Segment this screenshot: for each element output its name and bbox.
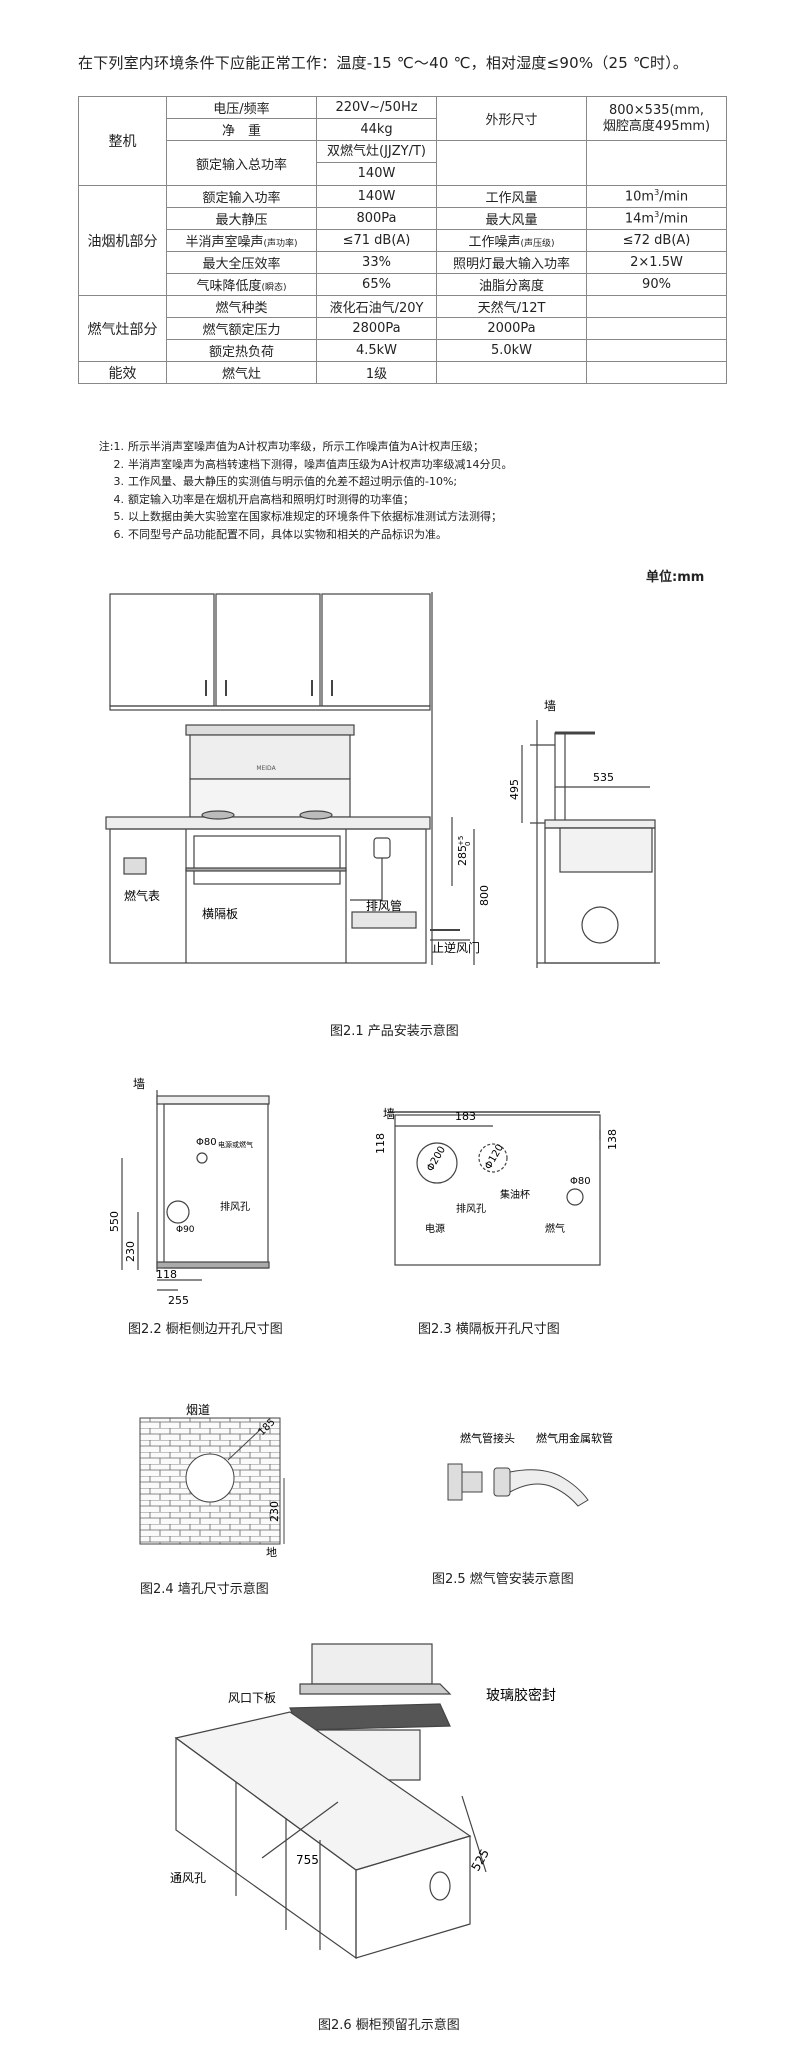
dim-230: 230: [124, 1241, 137, 1262]
gas-label: 燃气: [545, 1222, 565, 1235]
glass-glue-label: 玻璃胶密封: [486, 1687, 556, 1704]
fig24-dim-230: 230: [268, 1501, 281, 1522]
hood-brand: MEIDA: [256, 765, 276, 772]
pressure-ng: 2000Pa: [436, 317, 587, 340]
heat-lpg: 4.5kW: [316, 339, 437, 362]
rated-power-label: 额定输入功率: [166, 185, 317, 208]
note-item: 2.半消声室噪声为高档转速档下测得，噪声值声压级为A计权声功率级减14分贝。: [113, 457, 513, 471]
dim-525: 525: [468, 1847, 492, 1874]
figure-2-2-caption: 图2.2 橱柜侧边开孔尺寸图: [128, 1322, 283, 1337]
fig22-power-gas: 电源或燃气: [218, 1140, 253, 1149]
note-item: 6.不同型号产品功能配置不同，具体以实物和相关的产品标识为准。: [113, 527, 448, 541]
weight-value: 44kg: [316, 118, 437, 141]
dim-800: 800: [478, 885, 491, 906]
figure-2-5-caption: 图2.5 燃气管安装示意图: [432, 1572, 574, 1587]
dim-550: 550: [108, 1211, 121, 1232]
connector-label: 燃气管接头: [460, 1431, 515, 1445]
check-valve-label: 止逆风门: [432, 940, 480, 955]
oil-cup-label: 集油杯: [500, 1188, 530, 1201]
rated-power-value: 140W: [316, 185, 437, 208]
dim-255: 255: [168, 1294, 189, 1307]
fig23-dim-118: 118: [374, 1133, 387, 1154]
section-whole: 整机: [78, 96, 167, 186]
section-stove: 燃气灶部分: [78, 295, 167, 362]
gas-meter-label: 燃气表: [124, 888, 160, 903]
figure-2-6-caption: 图2.6 橱柜预留孔示意图: [318, 2018, 460, 2033]
dim-118: 118: [156, 1268, 177, 1281]
figure-2-3-caption: 图2.3 横隔板开孔尺寸图: [418, 1322, 560, 1337]
note-item: 3.工作风量、最大静压的实测值与明示值的允差不超过明示值的-10%;: [113, 475, 458, 488]
note-item: 4.额定输入功率是在烟机开启高档和照明灯时测得的功率值；: [113, 492, 415, 506]
section-hood: 油烟机部分: [78, 185, 167, 296]
dimension-value: 800×535(mm,烟腔高度495mm): [586, 96, 727, 141]
wall-label: 墙: [544, 699, 556, 713]
fig22-phi80: Φ80: [196, 1137, 217, 1148]
work-noise-label: 工作噪声(声压级): [436, 229, 587, 252]
energy-value: 1级: [316, 361, 437, 384]
vent-hole-label: 通风孔: [170, 1871, 206, 1885]
light-value: 2×1.5W: [586, 251, 727, 274]
fig23-phi80: Φ80: [570, 1176, 591, 1187]
partition-label: 横隔板: [202, 907, 238, 921]
dim-285-tol: +5: [457, 836, 465, 846]
exhaust-pipe-label: 排风管: [366, 898, 402, 913]
dim-285-tol-lower: 0: [464, 842, 472, 846]
fig22-wall-label: 墙: [133, 1077, 145, 1091]
power-label: 电源: [425, 1222, 445, 1235]
air-panel-label: 风口下板: [228, 1691, 276, 1705]
gas-type-lpg: 液化石油气/20Y: [316, 295, 437, 318]
notes: 注:1.所示半消声室噪声值为A计权声功率级，所示工作噪声值为A计权声压级； 2.…: [92, 438, 513, 543]
dim-495: 495: [508, 779, 521, 800]
flue-label: 烟道: [186, 1403, 210, 1417]
note-item: 注:1.所示半消声室噪声值为A计权声功率级，所示工作噪声值为A计权声压级；: [98, 440, 485, 453]
fig23-wall-label: 墙: [383, 1107, 395, 1121]
airflow-label: 工作风量: [436, 185, 587, 208]
hose-label: 燃气用金属软管: [536, 1431, 613, 1445]
dim-183: 183: [455, 1110, 476, 1123]
figure-2-1-caption: 图2.1 产品安装示意图: [330, 1024, 459, 1039]
spec-table: 整机 电压/频率 220V~/50Hz 外形尺寸 800×535(mm,烟腔高度…: [78, 96, 727, 384]
figure-2-4-caption: 图2.4 墙孔尺寸示意图: [140, 1582, 269, 1597]
efficiency-label: 最大全压效率: [166, 251, 317, 274]
note-item: 5.以上数据由美大实验室在国家标准规定的环境条件下依据标准测试方法测得；: [113, 510, 503, 523]
dim-138: 138: [606, 1129, 619, 1150]
intro-text: 在下列室内环境条件下应能正常工作：温度-15 ℃～40 ℃，相对湿度≤90%（2…: [78, 54, 689, 72]
dim-755: 755: [296, 1853, 319, 1867]
unit-label: 单位:mm: [646, 570, 705, 585]
fig23-exhaust-hole: 排风孔: [456, 1202, 486, 1215]
energy-label: 燃气灶: [166, 361, 317, 384]
fig22-phi90: Φ90: [176, 1225, 195, 1235]
fig22-exhaust-hole: 排风孔: [220, 1200, 250, 1213]
light-label: 照明灯最大输入功率: [436, 251, 587, 274]
dim-285: 285: [456, 845, 469, 866]
ground-label: 地: [266, 1546, 277, 1559]
dim-535: 535: [593, 771, 614, 784]
max-air-label: 最大风量: [436, 207, 587, 230]
